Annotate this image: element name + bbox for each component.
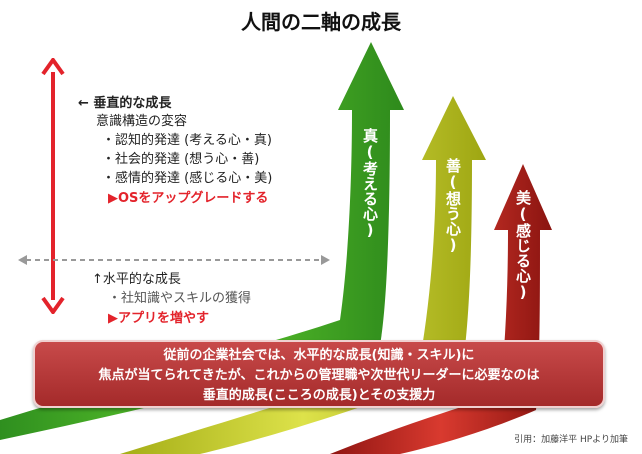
horizontal-emphasis: ▶アプリを増やす xyxy=(108,311,209,326)
horizontal-item-knowledge: ・社知識やスキルの獲得 xyxy=(108,291,252,306)
yellow-arrow-label: 善(想う心) xyxy=(444,158,462,254)
horizontal-growth-heading: ↑水平的な成長 xyxy=(92,272,181,287)
vertical-growth-heading: ← 垂直的な成長 xyxy=(78,96,172,111)
summary-callout: 従前の企業社会では、水平的な成長(知識・スキル)に 焦点が当てられてきたが、これ… xyxy=(33,340,605,408)
source-citation: 引用：加藤洋平 HPより加筆 xyxy=(514,435,628,445)
vertical-axis-arrow xyxy=(41,58,65,314)
horizontal-axis-arrow xyxy=(18,255,330,265)
callout-line-3: 垂直的成長(こころの成長)とその支援力 xyxy=(202,388,436,403)
vertical-item-cognitive: ・認知的発達 (考える心・真) xyxy=(102,133,272,148)
vertical-growth-subheading: 意識構造の変容 xyxy=(96,114,188,129)
callout-line-2: 焦点が当てられてきたが、これからの管理職や次世代リーダーに必要なのは xyxy=(98,368,540,383)
green-arrow-label: 真(考える心) xyxy=(361,128,379,239)
vertical-item-emotional: ・感情的発達 (感じる心・美) xyxy=(102,171,273,186)
red-arrow-label: 美(感じる心) xyxy=(514,190,532,301)
vertical-item-social: ・社会的発達 (想う心・善) xyxy=(102,152,260,167)
callout-line-1: 従前の企業社会では、水平的な成長(知識・スキル)に xyxy=(163,348,475,363)
red-arrow xyxy=(330,164,552,454)
page-title: 人間の二軸の成長 xyxy=(241,10,401,34)
yellow-arrow xyxy=(120,96,486,454)
vertical-emphasis: ▶OSをアップグレードする xyxy=(108,191,269,206)
